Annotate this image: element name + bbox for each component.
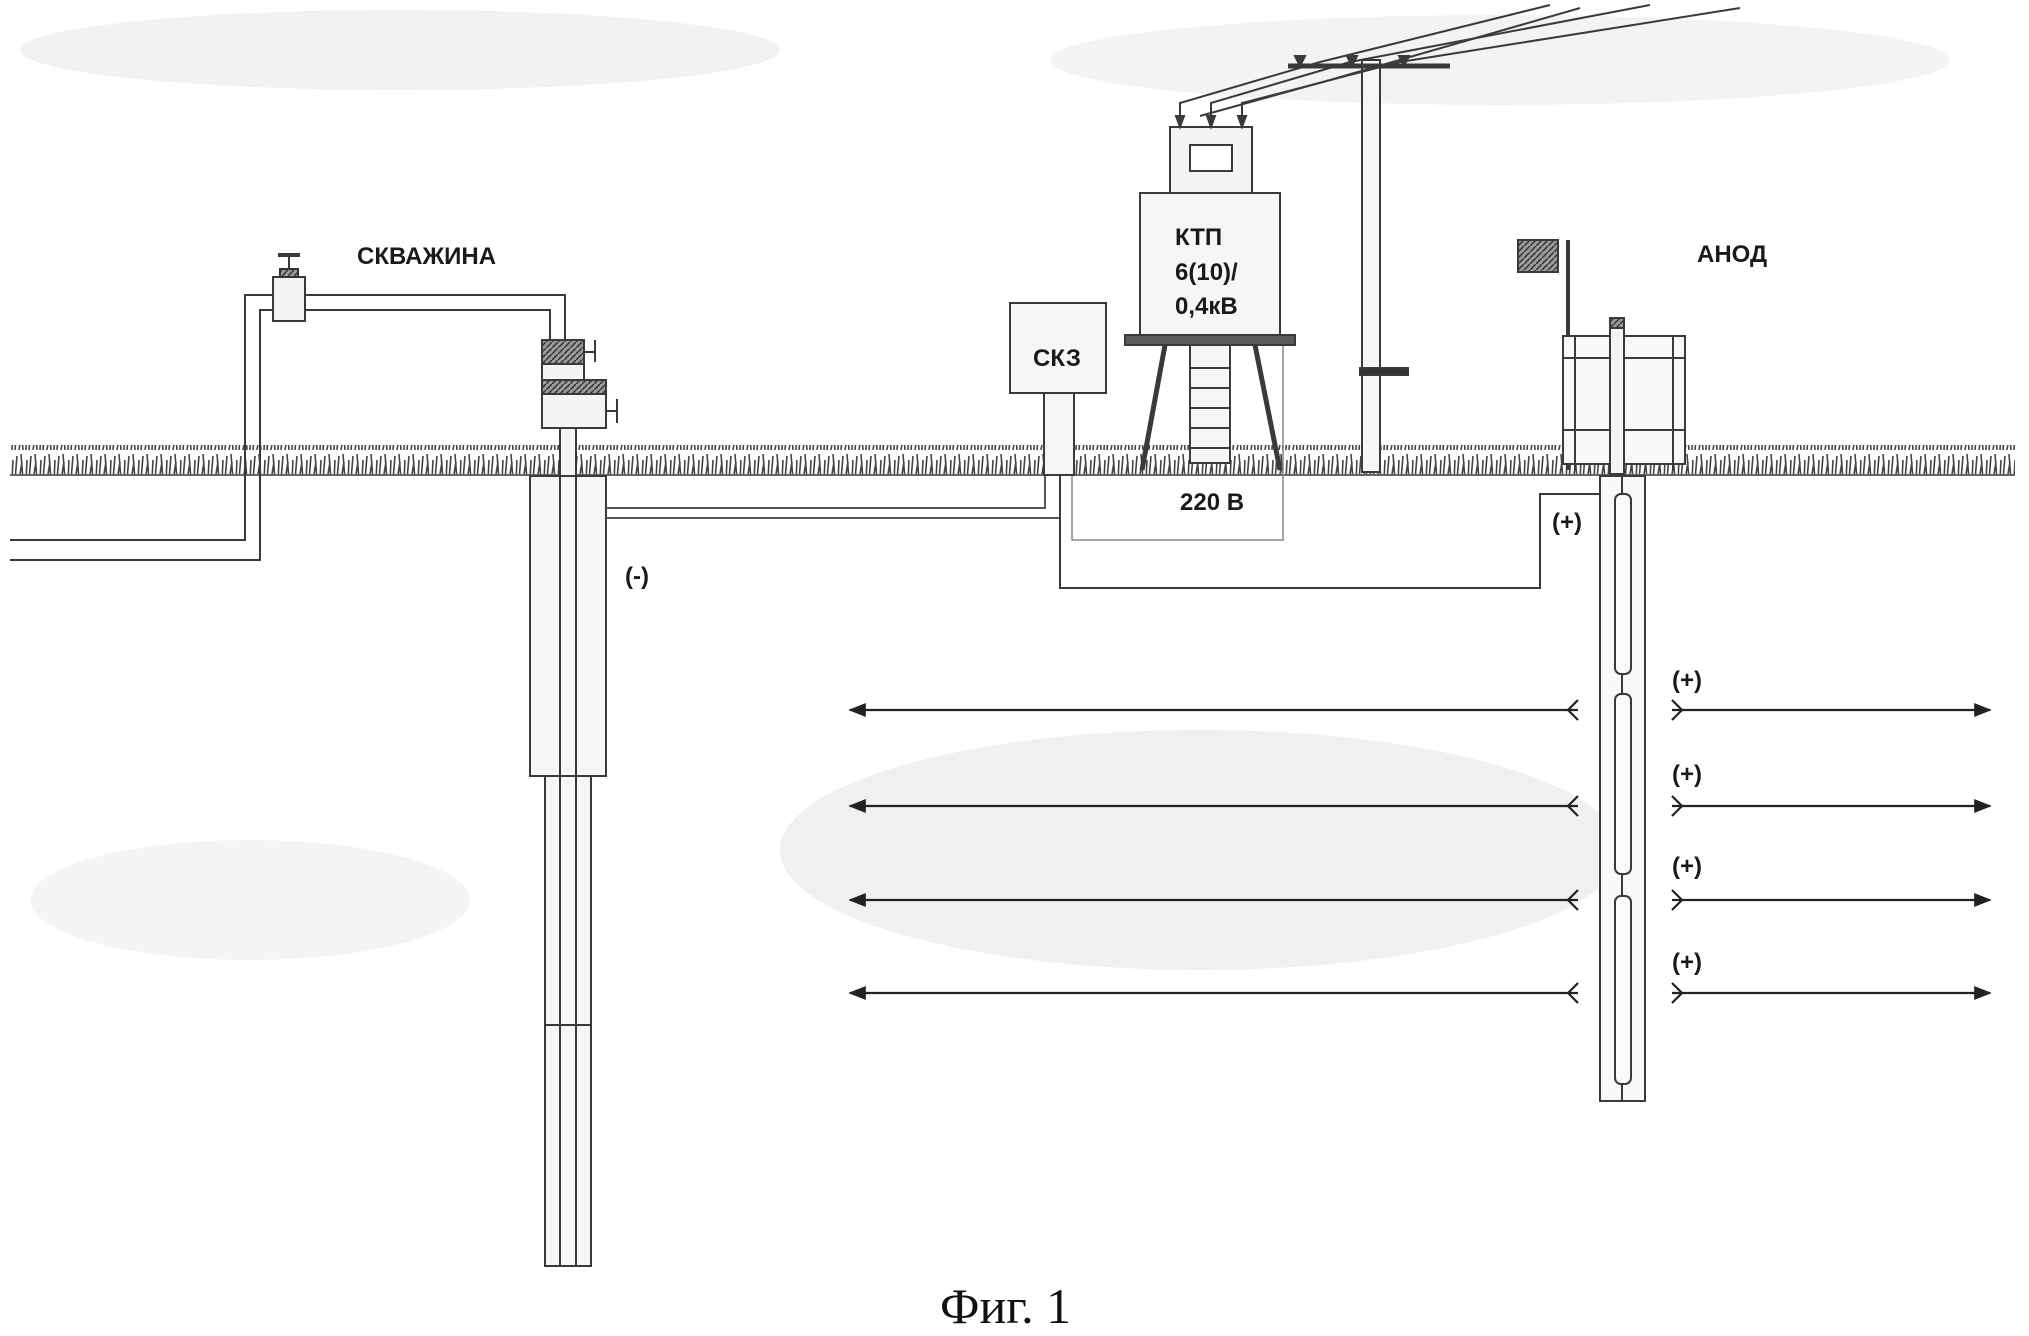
ground-surface	[10, 445, 2015, 476]
well-casing	[529, 475, 607, 1267]
positive-label-1: (+)	[1672, 667, 1702, 694]
well-label: СКВАЖИНА	[357, 243, 496, 270]
overhead-power-line	[1179, 4, 1741, 473]
anode-borehole	[1599, 475, 1646, 1102]
positive-pole-label-top: (+)	[1552, 509, 1582, 536]
positive-label-4: (+)	[1672, 949, 1702, 976]
positive-label-3: (+)	[1672, 853, 1702, 880]
surface-pipeline	[10, 253, 566, 561]
skz-label: СКЗ	[1033, 345, 1081, 372]
current-flow-arrows	[848, 699, 1992, 1004]
negative-pole-label: (-)	[625, 563, 649, 590]
background-shading	[20, 10, 1950, 970]
anode-label: АНОД	[1697, 241, 1767, 268]
positive-label-2: (+)	[1672, 761, 1702, 788]
wellhead	[541, 339, 618, 477]
ktp-substation	[1124, 115, 1296, 471]
ktp-label-line3: 0,4кВ	[1175, 293, 1238, 320]
power-cable-220v	[1071, 345, 1284, 541]
anode-cable	[1059, 476, 1605, 589]
ktp-label-line2: 6(10)/	[1175, 259, 1238, 286]
negative-cable	[606, 476, 1061, 519]
ktp-label-line1: КТП	[1175, 224, 1222, 251]
voltage-label: 220 В	[1180, 489, 1244, 516]
skz-cabinet	[1009, 302, 1107, 476]
figure-caption: Фиг. 1	[940, 1278, 1071, 1334]
anode-structure	[1517, 239, 1686, 475]
